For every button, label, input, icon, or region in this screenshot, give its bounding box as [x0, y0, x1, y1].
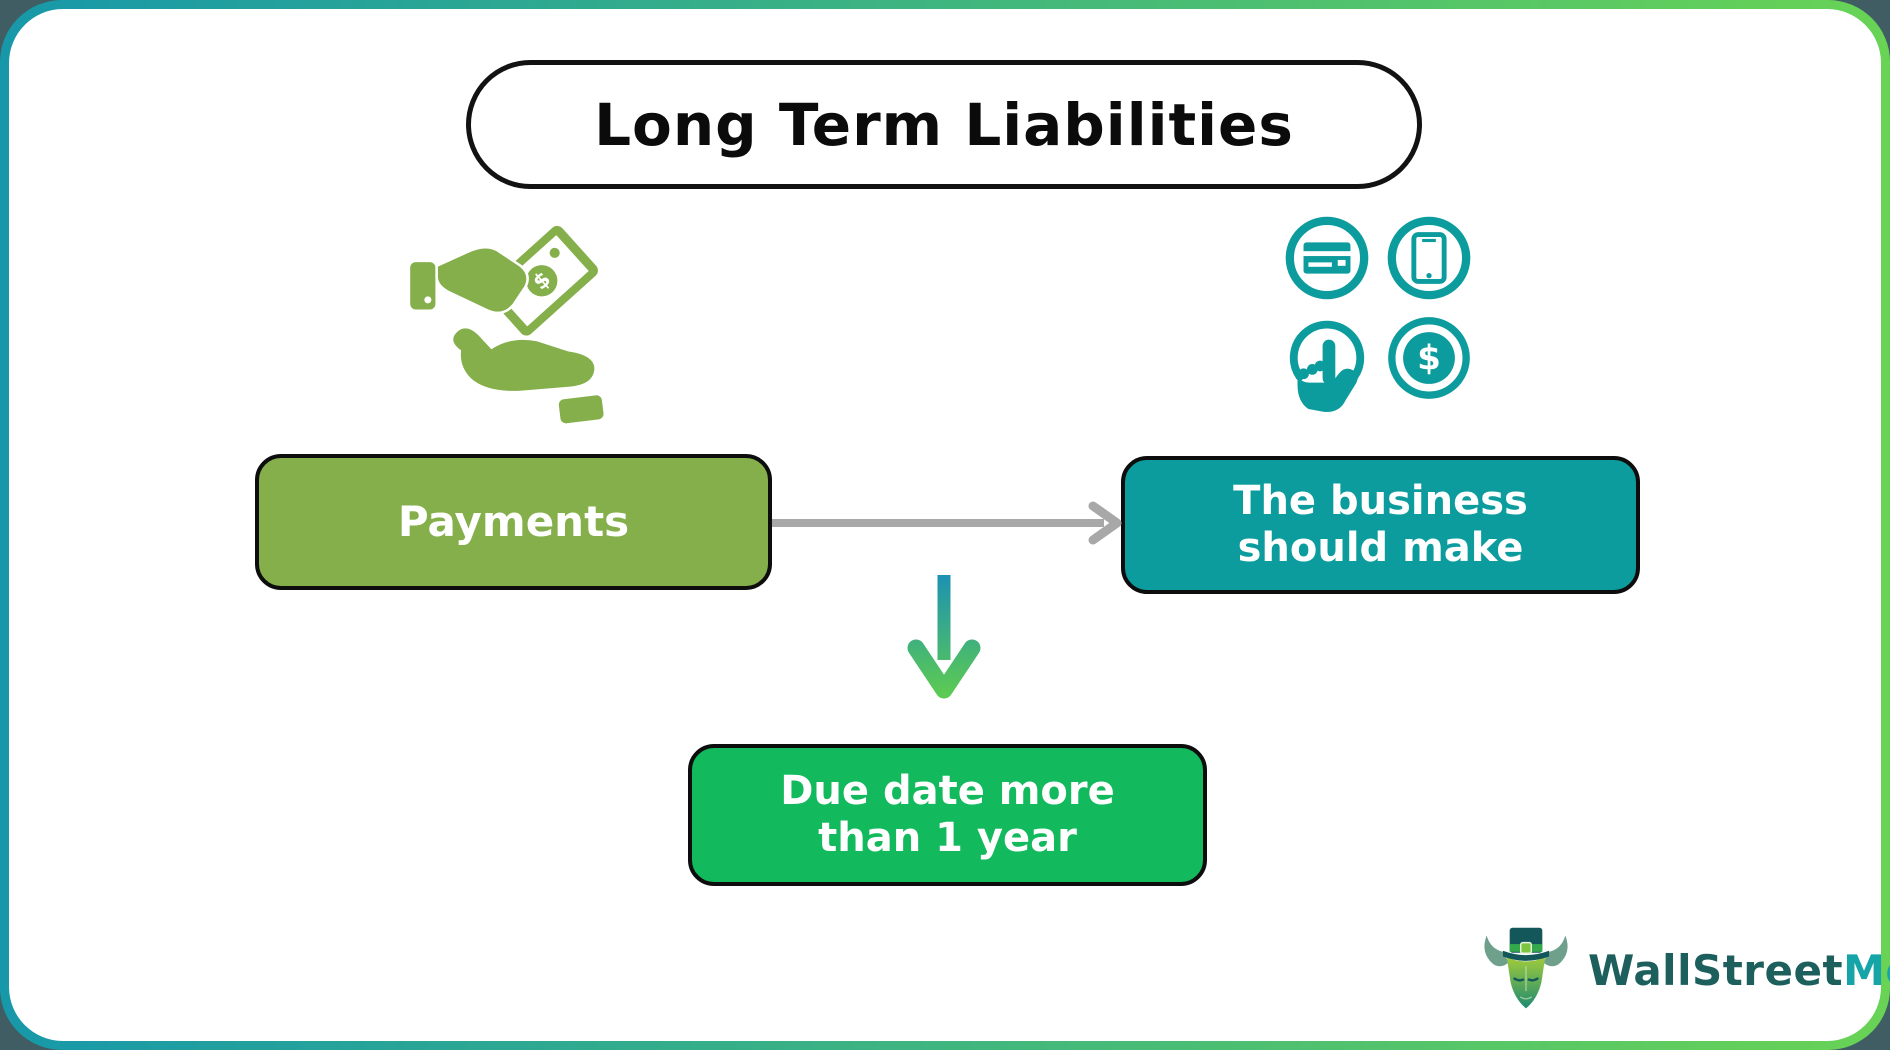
credit-card-icon [1285, 216, 1369, 300]
wallstreetmojo-logo: WallStreetMojo [1478, 922, 1890, 1018]
due-date-box: Due date more than 1 year [688, 744, 1207, 886]
hand-giving-money-icon: $ [407, 225, 607, 427]
receiving-hand [453, 328, 607, 427]
page-title: Long Term Liabilities [594, 90, 1294, 159]
payments-box: Payments [255, 454, 772, 590]
title-pill: Long Term Liabilities [466, 60, 1422, 189]
due-label-line1: Due date more [780, 767, 1115, 814]
due-label-line2: than 1 year [818, 815, 1077, 861]
giving-hand [407, 245, 529, 315]
bull-with-top-hat-icon [1484, 927, 1568, 1009]
business-box: The business should make [1121, 456, 1640, 594]
business-label-line2: should make [1237, 525, 1524, 571]
dollar-bill: $ [485, 225, 598, 336]
tap-click-icon [1289, 320, 1365, 413]
logo-text-wallstreet: WallStreet [1588, 945, 1844, 995]
smartphone-icon [1387, 216, 1471, 300]
coin-dollar-symbol: $ [1417, 339, 1441, 379]
business-label-line1: The business [1233, 477, 1528, 524]
payment-icons-grid: $ [1283, 214, 1473, 416]
logo-wordmark: WallStreetMojo [1588, 946, 1890, 995]
payments-label: Payments [397, 497, 630, 547]
logo-text-mojo: Mojo [1843, 945, 1890, 995]
hand-giving-money-icon: $ [398, 192, 616, 438]
dollar-coin-icon: $ [1388, 317, 1470, 399]
